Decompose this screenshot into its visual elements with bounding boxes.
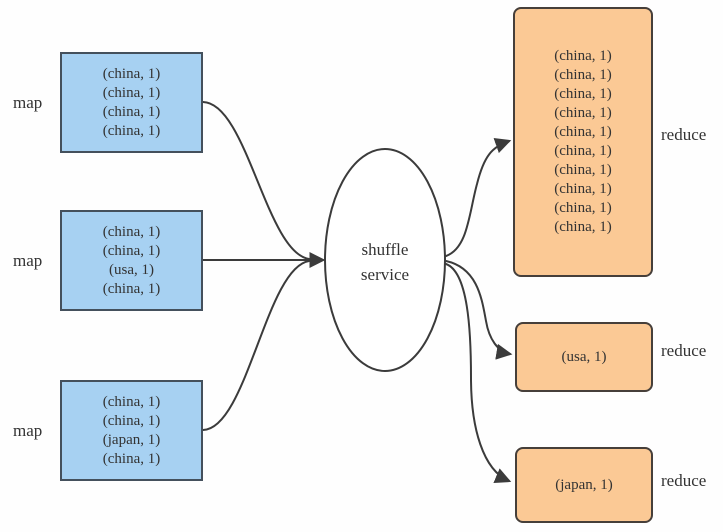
map-node-2-tuples: (china, 1) (china, 1) (usa, 1) (china, 1…: [102, 223, 161, 297]
map-node-3-tuples: (china, 1) (china, 1) (japan, 1) (china,…: [102, 393, 161, 467]
reduce-node-3: (japan, 1): [515, 447, 653, 523]
edge-map1-to-shuffle: [202, 101, 310, 260]
reduce-label: reduce: [661, 341, 707, 360]
reduce-label: reduce: [661, 471, 707, 490]
map-node-1: (china, 1) (china, 1) (china, 1) (china,…: [60, 52, 203, 153]
map-label: map: [13, 421, 43, 440]
map-node-2: (china, 1) (china, 1) (usa, 1) (china, 1…: [60, 210, 203, 311]
shuffle-service-label: shuffle service: [360, 240, 410, 284]
reduce-node-2: (usa, 1): [515, 322, 653, 392]
reduce-label: reduce: [661, 125, 707, 144]
reduce-node-3-tuples: (japan, 1): [555, 476, 613, 493]
reduce-node-1: (china, 1) (china, 1) (china, 1) (china,…: [513, 7, 653, 277]
reduce-node-2-tuples: (usa, 1): [561, 348, 607, 365]
edge-shuffle-to-reduce3: [445, 263, 512, 484]
map-node-3: (china, 1) (china, 1) (japan, 1) (china,…: [60, 380, 203, 481]
edge-shuffle-to-reduce2: [445, 260, 513, 360]
edge-shuffle-to-reduce1: [445, 137, 512, 257]
map-label: map: [13, 93, 43, 112]
map-node-1-tuples: (china, 1) (china, 1) (china, 1) (china,…: [102, 65, 161, 139]
map-label: map: [13, 251, 43, 270]
edge-map3-to-shuffle: [202, 260, 310, 431]
reduce-node-1-tuples: (china, 1) (china, 1) (china, 1) (china,…: [554, 48, 612, 235]
